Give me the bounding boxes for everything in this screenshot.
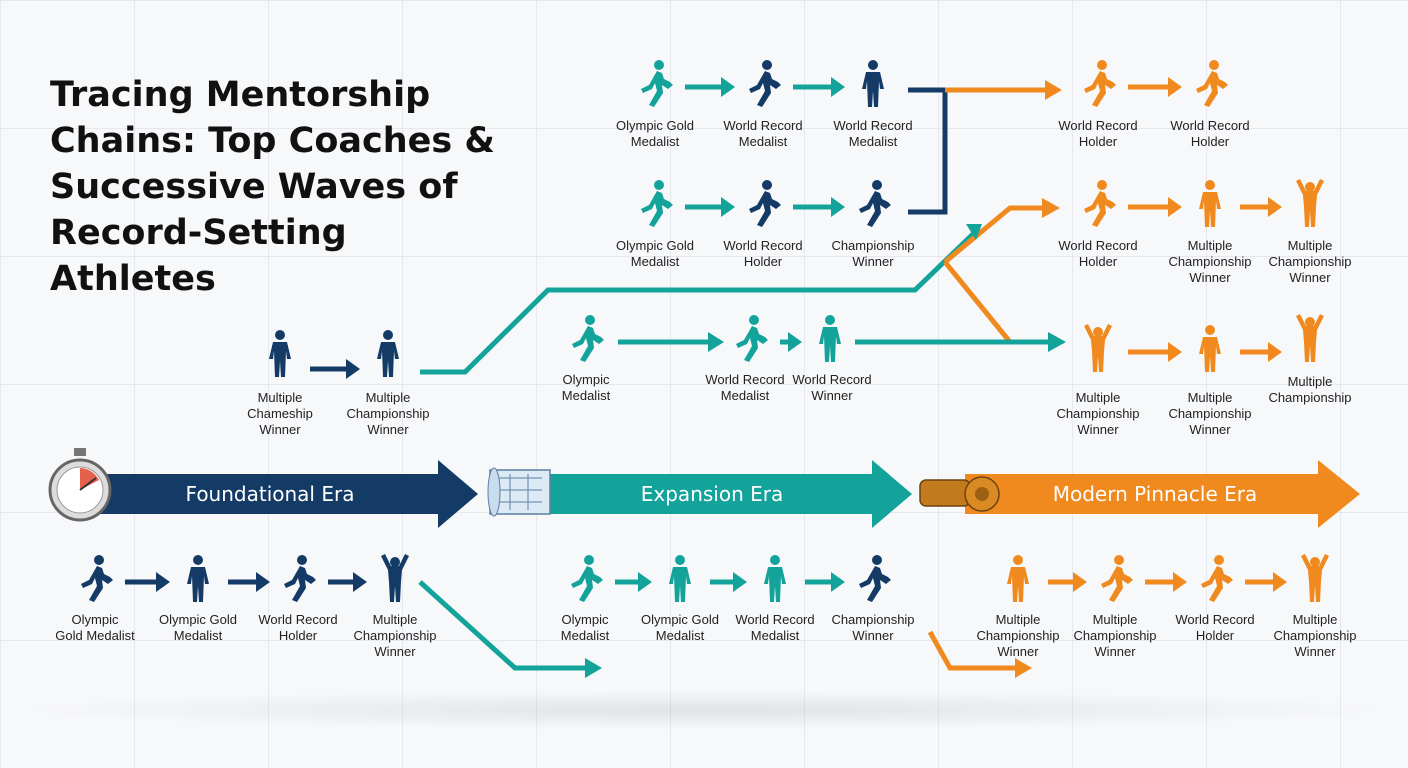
a25-athlete-icon: [669, 555, 691, 602]
a17-athlete-label: Multiple Championship Winner: [1056, 390, 1140, 437]
a19-athlete-icon: [1296, 314, 1324, 362]
a12-to-a13-arrow: [310, 359, 360, 379]
a6-athlete-label: Olympic Gold Medalist: [615, 238, 695, 269]
a18-athlete-label: Multiple Championship Winner: [1168, 390, 1252, 437]
a21-to-a22-arrow: [228, 572, 270, 592]
a20-athlete-label: Olympic Gold Medalist: [55, 612, 135, 643]
a23-athlete-label: Multiple Championship Winner: [353, 612, 437, 659]
a5-athlete-icon: [1196, 60, 1228, 107]
a8-athlete-label: Championship Winner: [831, 238, 915, 269]
a14-athlete-icon: [572, 315, 604, 362]
a31-athlete-label: Multiple Championship Winner: [1273, 612, 1357, 659]
a25-to-a26-arrow: [710, 572, 747, 592]
a9-athlete-icon: [1084, 180, 1116, 227]
a26-athlete-label: World Record Medalist: [735, 612, 815, 643]
page-title: Tracing Mentorship Chains: Top Coaches &…: [50, 75, 495, 299]
a14-athlete-label: Olympic Medalist: [561, 372, 611, 403]
a22-athlete-label: World Record Holder: [258, 612, 338, 643]
a21-athlete-label: Olympic Gold Medalist: [158, 612, 238, 643]
connector-lines: [418, 87, 1048, 671]
stopwatch-icon: [48, 448, 112, 522]
a4-athlete-label: World Record Holder: [1058, 118, 1138, 149]
a30-to-a31-arrow: [1245, 572, 1287, 592]
a15-athlete-icon: [736, 315, 768, 362]
a22-athlete-icon: [284, 555, 316, 602]
a2-to-a3-arrow: [793, 77, 845, 97]
a17-to-a18-arrow: [1128, 342, 1182, 362]
a29-to-a30-arrow: [1145, 572, 1187, 592]
a18-athlete-icon: [1199, 325, 1221, 372]
a6-to-a7-arrow: [685, 197, 735, 217]
a7-athlete-label: World Record Holder: [723, 238, 803, 269]
a28-athlete-icon: [1007, 555, 1029, 602]
a2-athlete-label: World Record Medalist: [723, 118, 803, 149]
a24-athlete-label: Olympic Medalist: [560, 612, 610, 643]
a28-athlete-label: Multiple Championship Winner: [976, 612, 1060, 659]
a27-athlete-label: Championship Winner: [831, 612, 915, 643]
a7-athlete-icon: [749, 180, 781, 227]
a3-athlete-label: World Record Medalist: [833, 118, 913, 149]
chain-arrows: [125, 77, 1287, 592]
a4-athlete-icon: [1084, 60, 1116, 107]
a10-athlete-icon: [1199, 180, 1221, 227]
a9-athlete-label: World Record Holder: [1058, 238, 1138, 269]
a11-athlete-label: Multiple Championship Winner: [1268, 238, 1352, 285]
a26-to-a27-arrow: [805, 572, 845, 592]
a29-athlete-label: Multiple Championship Winner: [1073, 612, 1157, 659]
a1-athlete-label: Olympic Gold Medalist: [615, 118, 695, 149]
a9-to-a10-arrow: [1128, 197, 1182, 217]
foundational-era-label: Foundational Era: [185, 482, 355, 506]
a22-to-a23-arrow: [328, 572, 367, 592]
a21-athlete-icon: [187, 555, 209, 602]
a13-athlete-icon: [377, 330, 399, 377]
whistle-icon: [919, 476, 1000, 512]
a10-athlete-label: Multiple Championship Winner: [1168, 238, 1252, 285]
a28-to-a29-arrow: [1048, 572, 1087, 592]
modern-era-label: Modern Pinnacle Era: [1052, 482, 1258, 506]
a7-to-a8-arrow: [793, 197, 845, 217]
modern-era-arrow: [965, 460, 1360, 528]
a12-athlete-icon: [269, 330, 291, 377]
a31-athlete-icon: [1301, 554, 1329, 602]
a27-athlete-icon: [859, 555, 891, 602]
foundational-era-arrow: [95, 460, 478, 528]
a25-athlete-label: Olympic Gold Medalist: [640, 612, 720, 643]
a24-athlete-icon: [571, 555, 603, 602]
a12-athlete-label: Multiple Chameship Winner: [247, 390, 313, 437]
a1-athlete-icon: [641, 60, 673, 107]
era-timeline: [95, 460, 1360, 528]
a15-to-a16-arrow: [780, 332, 802, 352]
a24-to-a25-arrow: [615, 572, 652, 592]
expansion-era-label: Expansion Era: [640, 482, 784, 506]
a4-to-a5-arrow: [1128, 77, 1182, 97]
a11-athlete-icon: [1296, 179, 1324, 227]
a23-athlete-icon: [381, 554, 409, 602]
a16-athlete-label: World Record Winner: [792, 372, 872, 403]
a20-athlete-icon: [81, 555, 113, 602]
a2-athlete-icon: [749, 60, 781, 107]
a6-athlete-icon: [641, 180, 673, 227]
a8-athlete-icon: [859, 180, 891, 227]
a18-to-a19-arrow: [1240, 342, 1282, 362]
a26-athlete-icon: [764, 555, 786, 602]
connector-arrowheads: [585, 80, 1066, 678]
a16-athlete-icon: [819, 315, 841, 362]
a30-athlete-icon: [1201, 555, 1233, 602]
a3-athlete-icon: [862, 60, 884, 107]
a13-athlete-label: Multiple Championship Winner: [346, 390, 430, 437]
a17-athlete-icon: [1084, 324, 1112, 372]
a10-to-a11-arrow: [1240, 197, 1282, 217]
a30-athlete-label: World Record Holder: [1175, 612, 1255, 643]
a5-athlete-label: World Record Holder: [1170, 118, 1250, 149]
a19-athlete-label: Multiple Championship: [1268, 374, 1352, 405]
expansion-era-arrow: [525, 460, 912, 528]
a29-athlete-icon: [1101, 555, 1133, 602]
a20-to-a21-arrow: [125, 572, 170, 592]
a15-athlete-label: World Record Medalist: [705, 372, 785, 403]
floor-shadow: [0, 690, 1408, 730]
blueprint-scroll-icon: [487, 467, 551, 517]
a1-to-a2-arrow: [685, 77, 735, 97]
